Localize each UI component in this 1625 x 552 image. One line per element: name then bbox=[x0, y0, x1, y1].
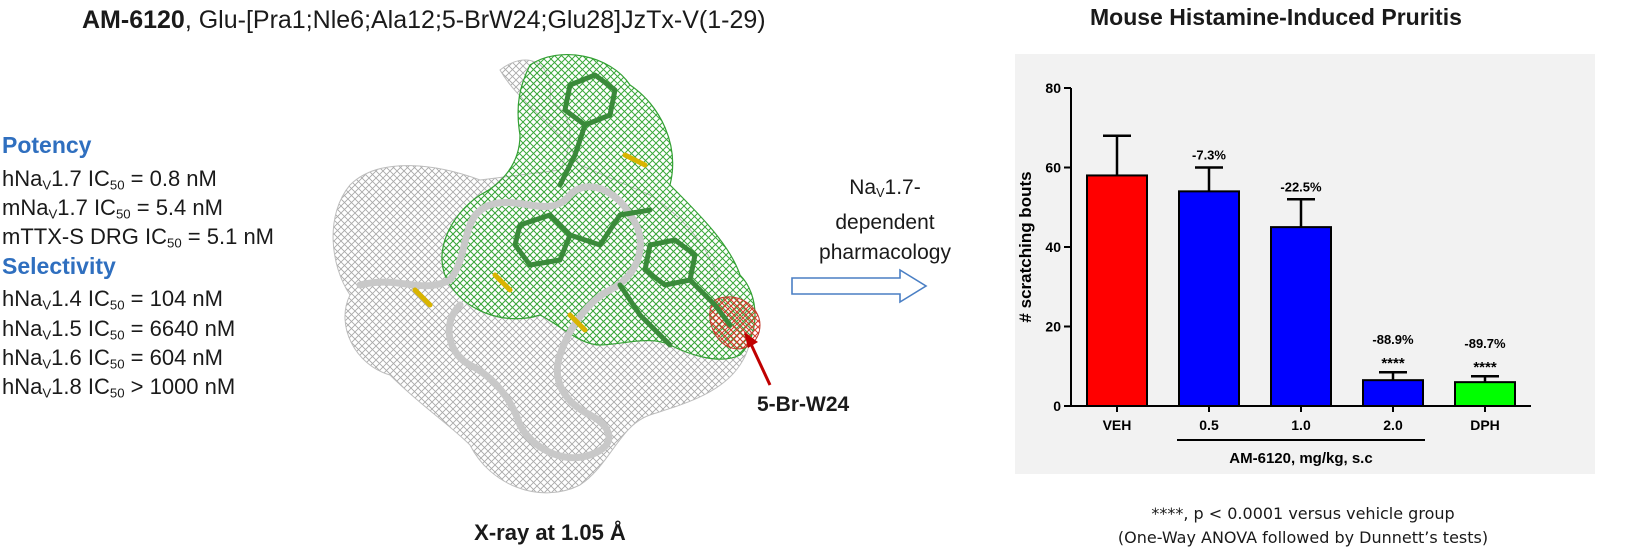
backbone-ribbon bbox=[356, 183, 644, 462]
potency-item: hNaV1.7 IC50 = 0.8 nM bbox=[2, 166, 217, 193]
footnote-line-1: ****, p < 0.0001 versus vehicle group bbox=[1151, 504, 1455, 523]
x-tick-label: DPH bbox=[1470, 417, 1500, 433]
selectivity-heading: Selectivity bbox=[2, 253, 116, 279]
y-tick-label: 20 bbox=[1045, 319, 1061, 335]
significance-label: **** bbox=[1473, 359, 1497, 376]
chart-footnote: ****, p < 0.0001 versus vehicle group (O… bbox=[1043, 502, 1563, 550]
x-axis-title: AM-6120, mg/kg, s.c bbox=[1229, 450, 1372, 467]
bar bbox=[1086, 174, 1148, 407]
bar bbox=[1270, 226, 1332, 407]
y-tick-label: 60 bbox=[1045, 160, 1061, 176]
y-axis-title: # scratching bouts bbox=[1016, 171, 1035, 322]
peptide-structure-image bbox=[332, 54, 761, 494]
percent-change-label: -7.3% bbox=[1192, 148, 1226, 163]
x-tick-label: VEH bbox=[1103, 417, 1132, 433]
pointer-arrow-icon bbox=[744, 332, 772, 386]
right-arrow-icon bbox=[791, 268, 928, 304]
pharmacology-label: NaV1.7- dependent pharmacology bbox=[819, 176, 951, 265]
potency-heading: Potency bbox=[2, 132, 92, 158]
x-tick-label: 2.0 bbox=[1383, 417, 1403, 433]
bar bbox=[1178, 190, 1240, 407]
percent-change-label: -89.7% bbox=[1464, 336, 1506, 351]
bar bbox=[1362, 379, 1424, 408]
selectivity-item: hNaV1.8 IC50 > 1000 nM bbox=[2, 374, 236, 401]
percent-change-label: -88.9% bbox=[1372, 332, 1414, 347]
chart-title: Mouse Histamine-Induced Pruritis bbox=[1090, 4, 1462, 30]
x-tick-label: 1.0 bbox=[1291, 417, 1311, 433]
selectivity-item: hNaV1.5 IC50 = 6640 nM bbox=[2, 316, 236, 343]
footnote-line-2: (One-Way ANOVA followed by Dunnett’s tes… bbox=[1117, 528, 1489, 547]
y-tick-label: 40 bbox=[1045, 239, 1061, 255]
bromine-label: 5-Br-W24 bbox=[757, 393, 850, 416]
compound-sequence: , Glu-[Pra1;Nle6;Ala12;5-BrW24;Glu28]JzT… bbox=[184, 6, 766, 34]
compound-name: AM-6120 bbox=[82, 6, 185, 34]
potency-item: mTTX-S DRG IC50 = 5.1 nM bbox=[2, 224, 275, 251]
potency-item: mNaV1.7 IC50 = 5.4 nM bbox=[2, 195, 223, 222]
significance-label: **** bbox=[1381, 355, 1405, 372]
bar bbox=[1454, 381, 1516, 407]
y-tick-label: 80 bbox=[1045, 80, 1061, 96]
figure-title: AM-6120, Glu-[Pra1;Nle6;Ala12;5-BrW24;Gl… bbox=[82, 6, 766, 35]
x-tick-label: 0.5 bbox=[1199, 417, 1219, 433]
structure-caption: X-ray at 1.05 Å bbox=[474, 520, 626, 545]
green-side-chains bbox=[512, 72, 733, 348]
selectivity-item: hNaV1.4 IC50 = 104 nM bbox=[2, 286, 223, 313]
y-tick-label: 0 bbox=[1053, 398, 1061, 414]
selectivity-item: hNaV1.6 IC50 = 604 nM bbox=[2, 345, 223, 372]
disulfide-bonds bbox=[412, 152, 648, 333]
percent-change-label: -22.5% bbox=[1280, 179, 1322, 194]
